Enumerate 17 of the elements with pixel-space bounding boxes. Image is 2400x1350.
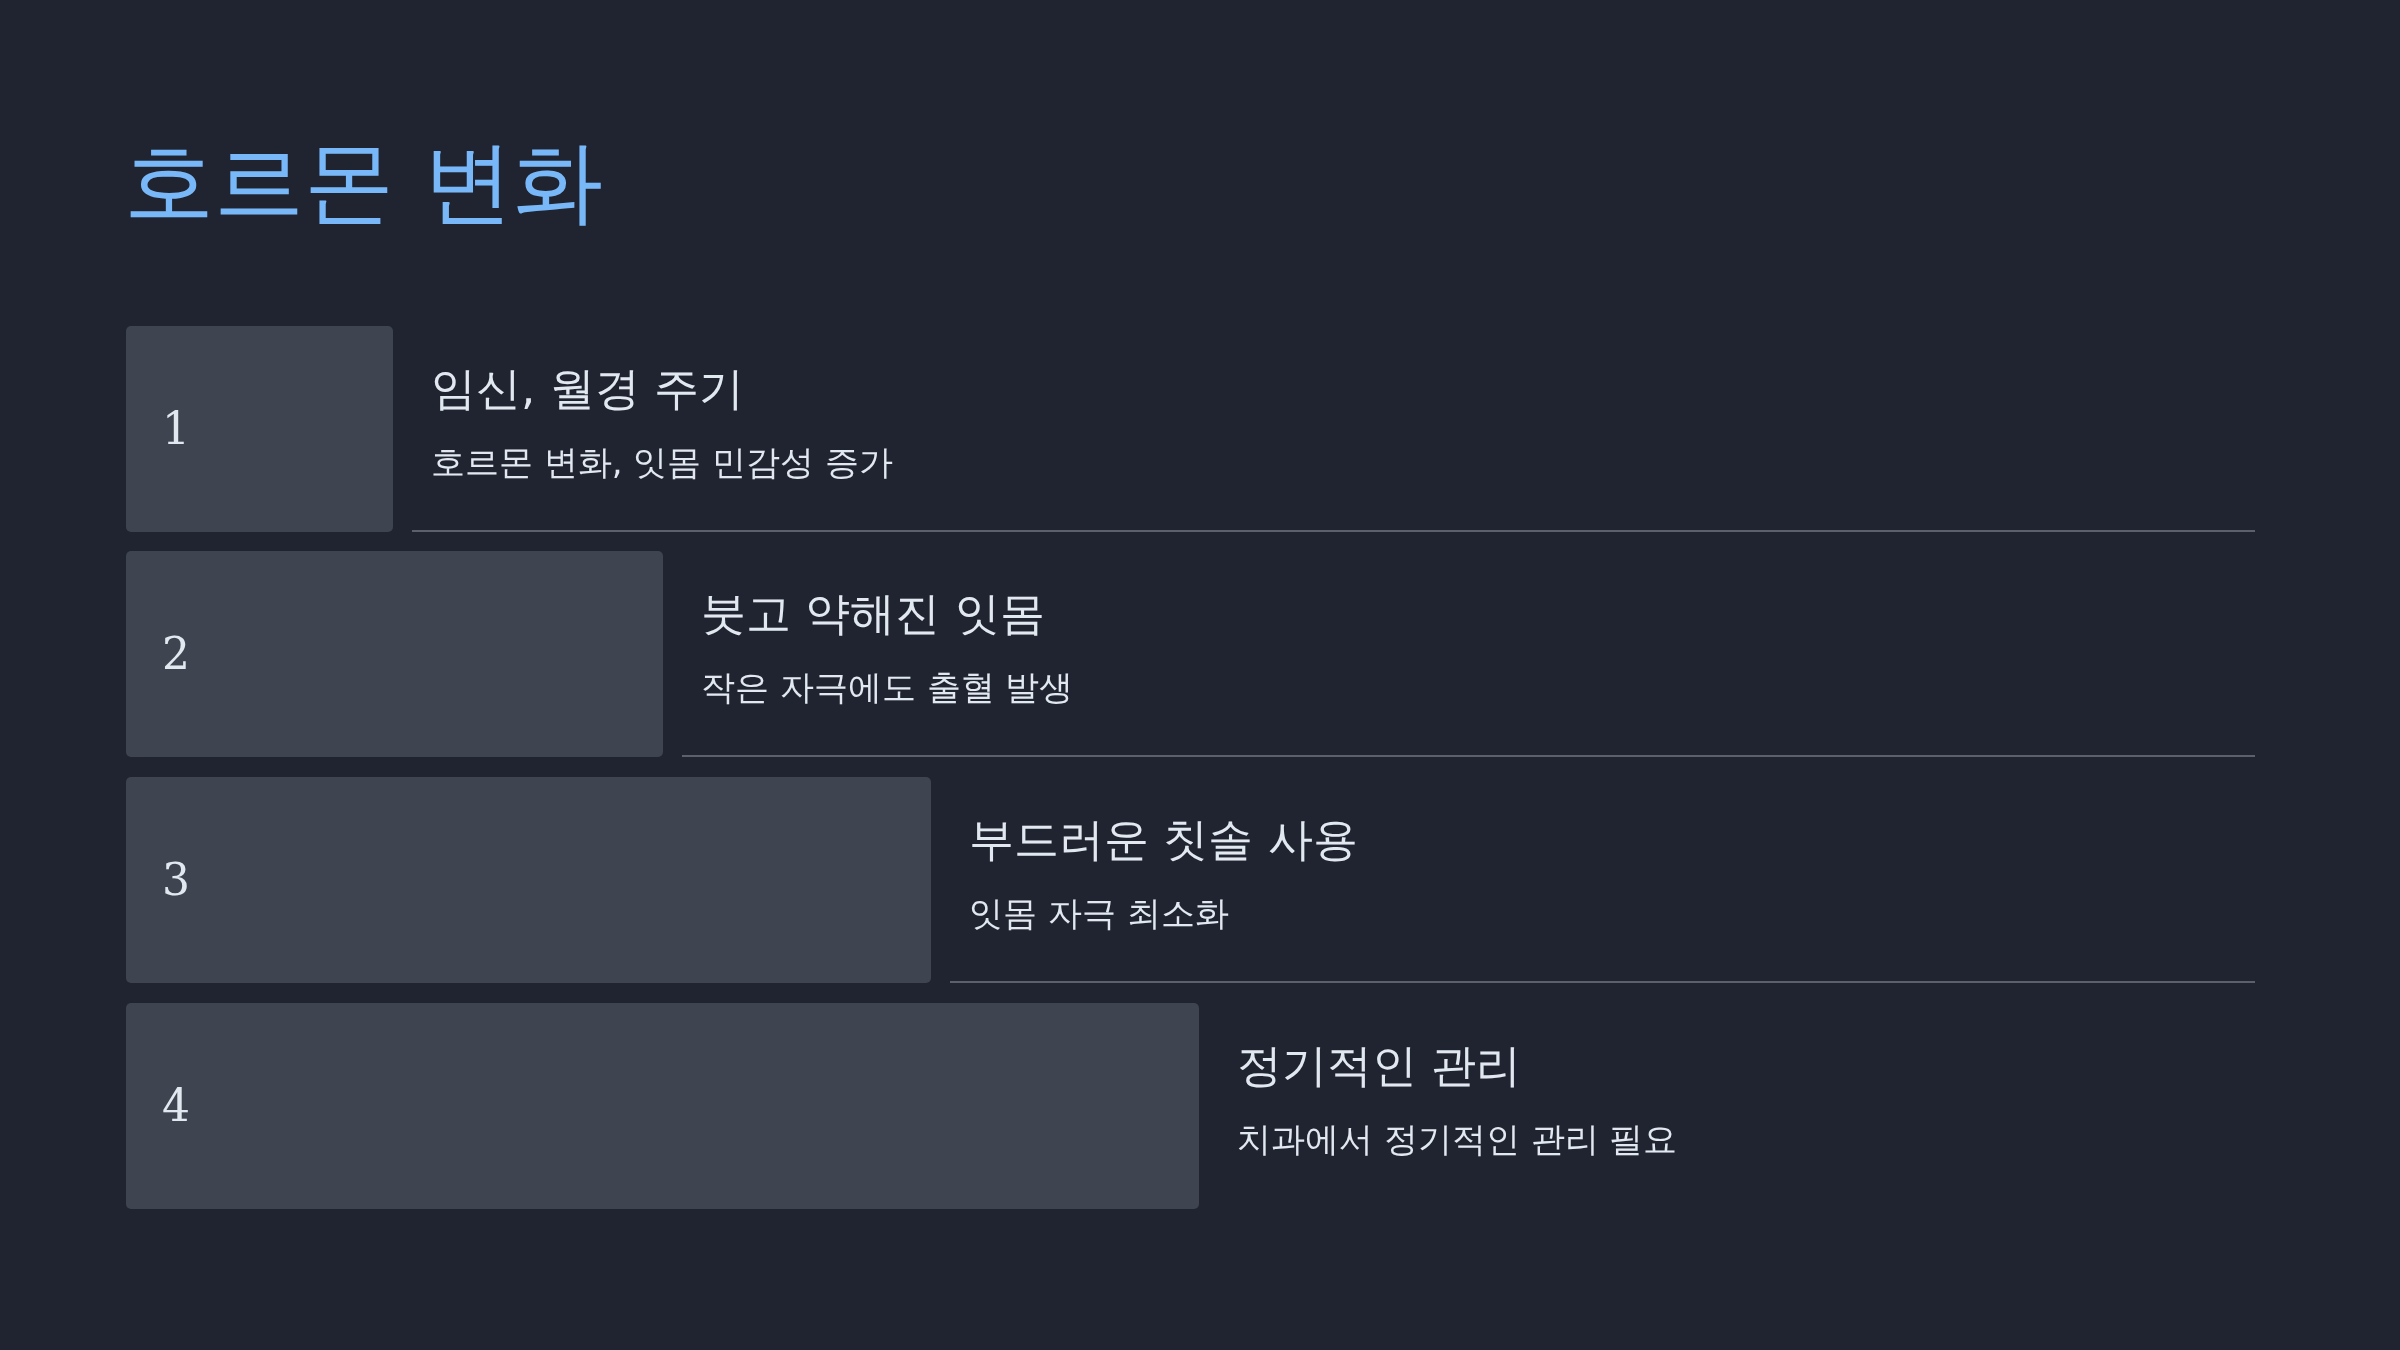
step-heading: 임신, 월경 주기 [431,362,744,416]
step-number: 4 [162,1081,190,1131]
step-heading: 부드러운 칫솔 사용 [969,813,1358,867]
step-description: 작은 자극에도 출혈 발생 [701,667,1074,708]
step-bar [126,326,393,532]
step-heading: 붓고 약해진 잇몸 [701,587,1045,641]
step-number: 3 [162,855,190,905]
step-bar [126,551,663,757]
slide-title: 호르몬 변화 [124,128,603,236]
step-description: 치과에서 정기적인 관리 필요 [1237,1119,1678,1160]
step-heading: 정기적인 관리 [1237,1039,1522,1093]
step-number: 2 [162,629,190,679]
step-number: 1 [162,404,190,454]
step-description: 잇몸 자극 최소화 [969,893,1229,934]
step-bar [126,1003,1199,1209]
step-description: 호르몬 변화, 잇몸 민감성 증가 [431,442,894,483]
step-bar [126,777,931,983]
